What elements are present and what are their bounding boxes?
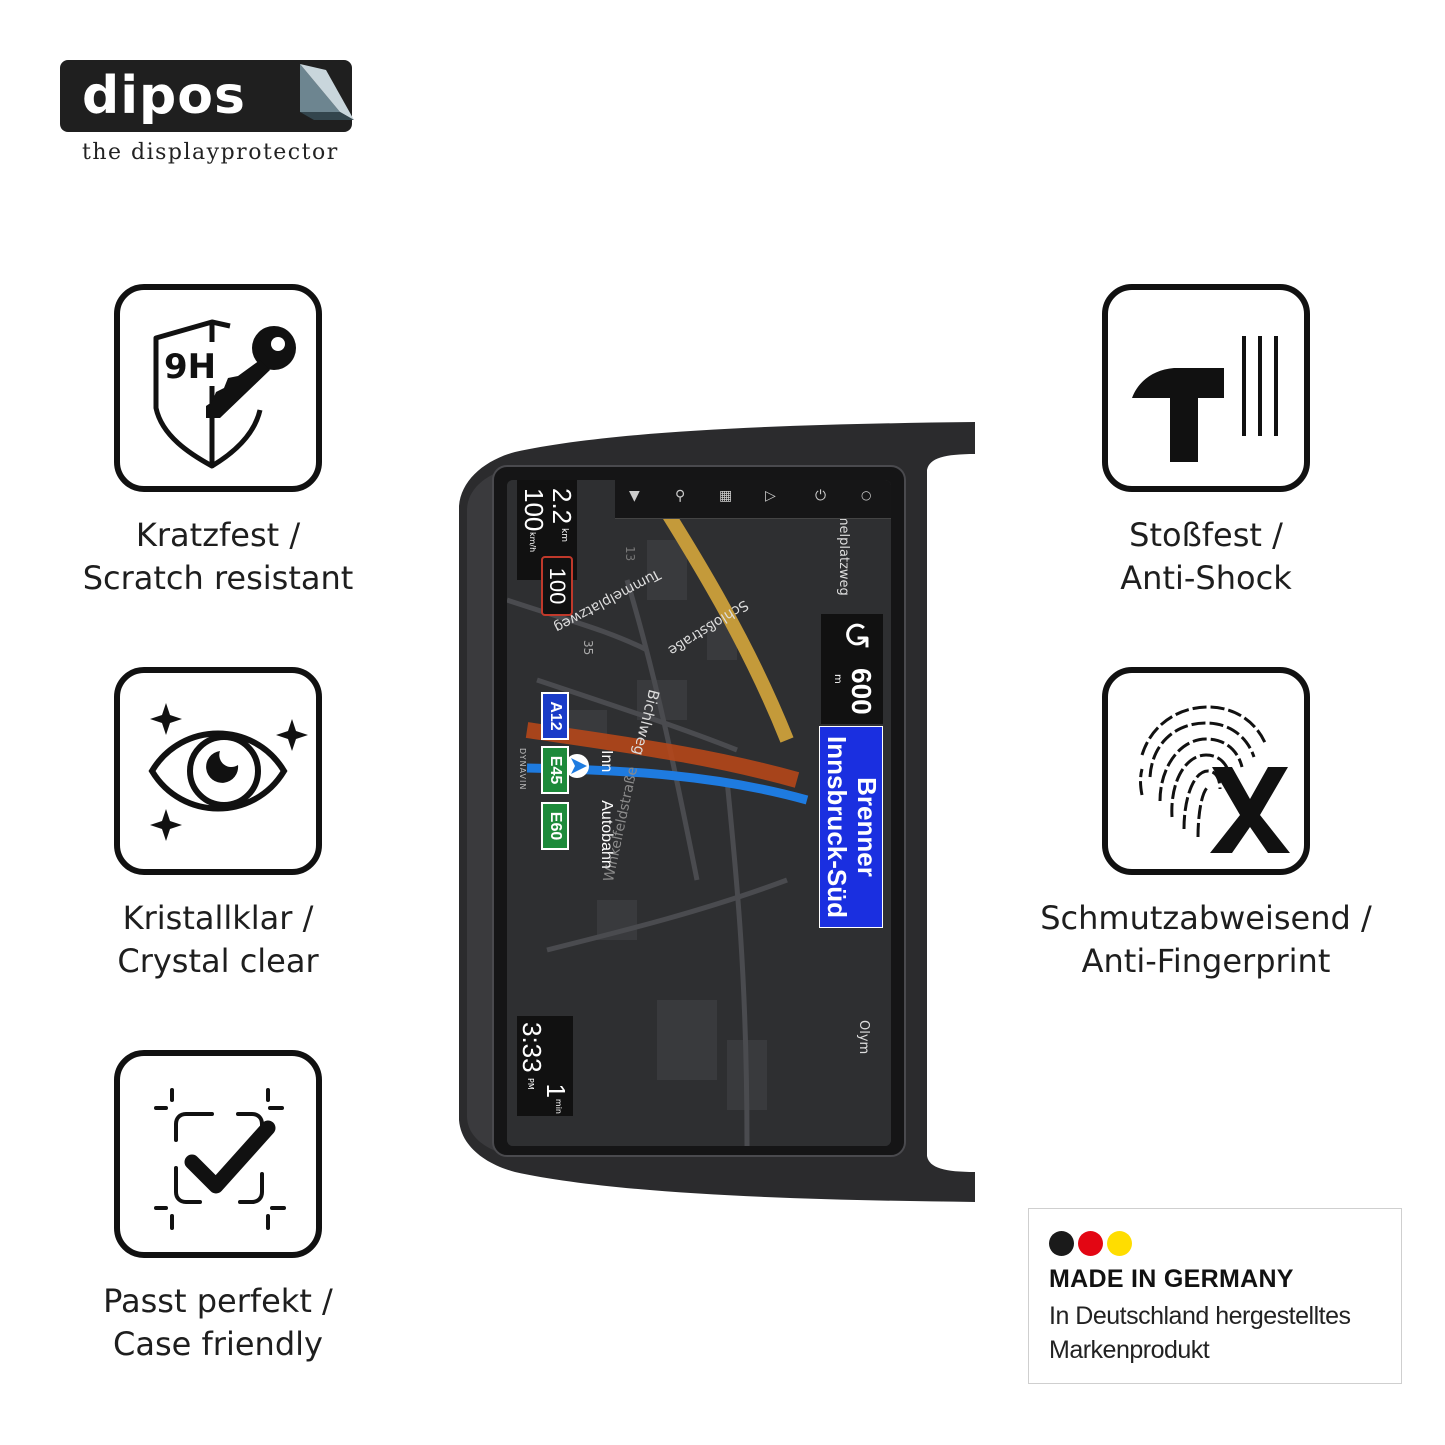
distance-unit: km xyxy=(559,528,569,542)
street-label: Bichlweg xyxy=(629,687,663,758)
shield-label: E60 xyxy=(547,811,564,841)
current-road-label: InnAutobahn xyxy=(597,750,615,869)
current-road-name: Autobahn xyxy=(598,800,615,869)
time-remaining: 1 xyxy=(541,1083,571,1098)
caption-en: Scratch resistant xyxy=(82,559,354,597)
feature-caption: Kratzfest / Scratch resistant xyxy=(58,514,378,600)
logo-wordmark: dipos xyxy=(82,66,246,126)
caption-de: Passt perfekt / xyxy=(103,1282,333,1320)
feature-crystal-clear: Kristallklar / Crystal clear xyxy=(58,667,378,983)
made-in-germany-badge: MADE IN GERMANY In Deutschland hergestel… xyxy=(1028,1208,1402,1384)
status-bar: ▼ ⚲ ▦ ▷ ⏻ ○ xyxy=(615,480,891,519)
provider-logo: DYNAVIN xyxy=(518,748,527,791)
back-icon[interactable]: ▷ xyxy=(765,488,776,504)
feature-caption: Kristallklar / Crystal clear xyxy=(58,897,378,983)
arrival-panel: 1 min 3:33 PM xyxy=(517,1016,573,1116)
icon-frame: 9H xyxy=(114,284,322,492)
microphone-icon[interactable]: ▼ xyxy=(629,488,640,504)
feature-scratch-resistant: 9H Kratzfest / Scratch resistant xyxy=(58,284,378,600)
caption-de: Stoßfest / xyxy=(1129,516,1283,554)
street-label: Olym xyxy=(856,1020,871,1055)
icon-frame xyxy=(1102,667,1310,875)
street-label: Schloßstraße xyxy=(665,596,751,659)
fingerprint-x-icon xyxy=(1139,705,1290,853)
feature-caption: Passt perfekt / Case friendly xyxy=(58,1280,378,1366)
fit-check-icon xyxy=(154,1088,286,1230)
german-flag-dots xyxy=(1049,1231,1136,1257)
pin-icon[interactable]: ⚲ xyxy=(675,488,686,504)
navigation-screen[interactable]: 2.2 km 100 km/h 100 A12 E45 E60 Tummelpl… xyxy=(507,480,891,1146)
feature-caption: Stoßfest / Anti-Shock xyxy=(1046,514,1366,600)
made-in-title: MADE IN GERMANY xyxy=(1049,1265,1294,1293)
distance-remaining: 2.2 xyxy=(547,488,577,525)
caption-en: Anti-Shock xyxy=(1120,559,1292,597)
road-shield-a12: A12 xyxy=(541,692,569,740)
road-shield-e45: E45 xyxy=(541,746,569,794)
turn-distance-unit: m xyxy=(832,674,843,684)
arrival-period: PM xyxy=(526,1078,535,1090)
turn-instruction-panel: ↺ 600 m xyxy=(821,614,883,724)
map-number: 13 xyxy=(623,546,637,562)
signpost-line-1: Brenner xyxy=(852,777,882,877)
caption-de: Schmutzabweisend / xyxy=(1040,899,1372,937)
car-navigation-device: 2.2 km 100 km/h 100 A12 E45 E60 Tummelpl… xyxy=(455,420,980,1205)
caption-en: Crystal clear xyxy=(117,942,319,980)
shield-label: A12 xyxy=(547,701,564,731)
made-in-subtitle: In Deutschland hergestelltes Markenprodu… xyxy=(1049,1302,1351,1364)
hammer-icon xyxy=(1132,336,1278,462)
caption-en: Anti-Fingerprint xyxy=(1081,942,1331,980)
signpost-line-2: Innsbruck-Süd xyxy=(822,735,852,918)
9h-label: 9H xyxy=(164,347,216,387)
caption-en: Case friendly xyxy=(113,1325,323,1363)
time-remaining-unit: min xyxy=(554,1098,563,1114)
feature-case-friendly: Passt perfekt / Case friendly xyxy=(58,1050,378,1366)
turn-distance: 600 xyxy=(846,668,877,715)
apps-icon[interactable]: ▦ xyxy=(719,488,733,504)
shield-key-icon: 9H xyxy=(153,319,296,469)
current-speed: 100 xyxy=(519,488,549,532)
logo-tagline: the displayprotector xyxy=(82,140,339,165)
icon-frame xyxy=(1102,284,1310,492)
caption-de: Kristallklar / xyxy=(122,899,314,937)
speed-limit-value: 100 xyxy=(545,567,570,605)
logo-badge: dipos xyxy=(60,60,354,132)
current-road-prefix: Inn xyxy=(598,750,615,773)
feature-caption: Schmutzabweisend / Anti-Fingerprint xyxy=(1006,897,1406,983)
shield-label: E45 xyxy=(547,755,564,785)
icon-frame xyxy=(114,667,322,875)
logo-peel-corner-icon xyxy=(300,64,354,120)
home-dot-icon[interactable]: ○ xyxy=(861,488,872,502)
caption-de: Kratzfest / xyxy=(135,516,301,554)
road-shield-e60: E60 xyxy=(541,802,569,850)
flag-dot-red xyxy=(1078,1231,1103,1256)
icon-frame xyxy=(114,1050,322,1258)
speed-unit: km/h xyxy=(528,532,537,553)
turn-arrow-icon: ↺ xyxy=(835,620,876,651)
feature-anti-shock: Stoßfest / Anti-Shock xyxy=(1046,284,1366,600)
speed-limit-sign: 100 xyxy=(541,556,573,616)
power-icon[interactable]: ⏻ xyxy=(815,488,827,504)
flag-dot-gold xyxy=(1107,1231,1132,1256)
feature-anti-fingerprint: Schmutzabweisend / Anti-Fingerprint xyxy=(1006,667,1406,983)
signpost: Brenner Innsbruck-Süd xyxy=(819,726,883,928)
brand-logo: dipos the displayprotector xyxy=(60,60,355,172)
flag-dot-black xyxy=(1049,1231,1074,1256)
arrival-time: 3:33 xyxy=(517,1022,547,1073)
eye-sparkle-icon xyxy=(148,703,308,841)
map-number: 35 xyxy=(581,640,595,656)
